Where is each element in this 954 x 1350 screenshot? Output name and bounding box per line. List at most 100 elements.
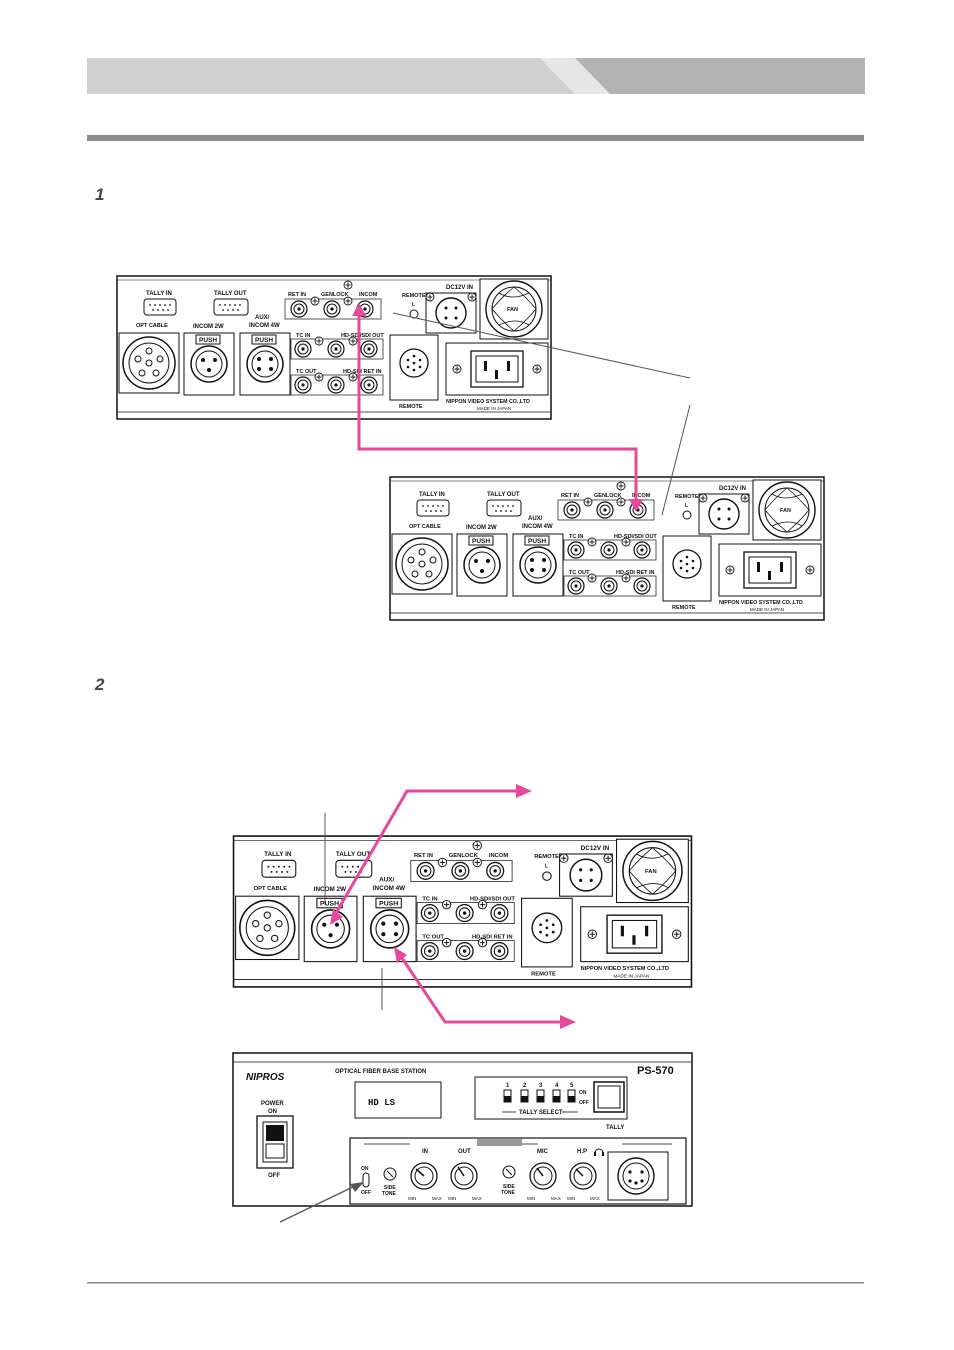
push-label-2w: PUSH (472, 538, 490, 545)
hd-sdi-ret-in-label: HD-SDI RET IN (472, 934, 513, 940)
brand-logo: NIPROS (246, 1072, 285, 1083)
footer-rule (87, 1282, 864, 1284)
display-text: HD LS (368, 1098, 396, 1108)
rear-panel-drawing: TALLY IN TALLY OUT OPT CABLE INCOM 2W PU… (389, 476, 825, 621)
tally-in-pins-icon (422, 505, 444, 512)
remote-led-icon (682, 510, 692, 520)
tc-out-label: TC OUT (296, 369, 317, 375)
tally-num-2: 2 (523, 1083, 527, 1089)
ret-in-label: RET IN (414, 853, 433, 859)
mic-max-label: MAX (551, 1196, 561, 1201)
rear-panel-drawing: TALLY IN TALLY OUT OPT CABLE INCOM 2W PU… (232, 835, 693, 988)
station-label: OPTICAL FIBER BASE STATION (335, 1069, 426, 1075)
ret-in-label: RET IN (561, 493, 579, 499)
aux-label: AUX/ (255, 315, 270, 321)
tally-button[interactable] (593, 1081, 625, 1113)
dc12v-xlr-icon (569, 858, 603, 892)
tally-out-label: TALLY OUT (336, 851, 370, 858)
tc-in-label: TC IN (296, 333, 310, 339)
dc12v-in-label: DC12V IN (581, 845, 610, 852)
dc12v-in-label: DC12V IN (446, 285, 473, 291)
step-number-2: 2 (95, 675, 105, 694)
remote-bottom-label: REMOTE (672, 605, 696, 611)
hp-level-knob[interactable] (569, 1162, 597, 1190)
push-label-4w: PUSH (379, 901, 398, 908)
hp-min-label: MIN (567, 1196, 575, 1201)
incom-4w-label: INCOM 4W (373, 885, 405, 892)
power-on-label: ON (268, 1109, 277, 1115)
dc12v-in-label: DC12V IN (719, 486, 746, 492)
hd-sdi-ret-in-label: HD-SDI RET IN (616, 570, 655, 576)
push-label-2w: PUSH (320, 901, 339, 908)
remote-l-label: L (685, 503, 688, 509)
tally-out-label: TALLY OUT (487, 492, 520, 498)
opt-cable-label: OPT CABLE (136, 323, 168, 329)
sidetone-switch[interactable] (362, 1172, 370, 1188)
out-level-knob[interactable] (450, 1162, 478, 1190)
incom-2w-label: INCOM 2W (314, 886, 346, 893)
tally-num-1: 1 (506, 1083, 510, 1089)
made-in-label: MADE IN JAPAN (750, 607, 784, 612)
in-max-label: MAX (432, 1196, 442, 1201)
genlock-label: GENLOCK (594, 493, 622, 499)
maker-label: NIPPON VIDEO SYSTEM CO.,LTD (581, 966, 669, 972)
in-level-knob[interactable] (410, 1162, 438, 1190)
sidetone-switch-off-label: OFF (361, 1190, 371, 1196)
dc12v-xlr-icon (435, 297, 467, 329)
opt-cable-label: OPT CABLE (254, 886, 288, 892)
genlock-label: GENLOCK (321, 292, 349, 298)
rear-panel-b: TALLY IN TALLY OUT OPT CABLE INCOM 2W PU… (389, 476, 825, 626)
incom-bnc-label: INCOM (489, 853, 508, 859)
knob-out-label: OUT (458, 1149, 471, 1155)
push-label-2w: PUSH (199, 337, 217, 344)
remote-led-icon (542, 871, 552, 881)
sidetone-switch-on-label: ON (361, 1166, 369, 1172)
tc-out-label: TC OUT (422, 934, 444, 940)
out-min-label: MIN (448, 1196, 456, 1201)
tally-on-label: ON (579, 1090, 587, 1096)
fan-label: FAN (645, 869, 657, 875)
side-label-1: SIDE (384, 1185, 396, 1191)
tally-select-switches[interactable]: 1 2 3 4 5 (503, 1083, 576, 1103)
tally-in-pins-icon (149, 304, 171, 311)
maker-label: NIPPON VIDEO SYSTEM CO.,LTD (719, 600, 803, 606)
tally-select-label: TALLY SELECT (519, 1110, 563, 1116)
push-label-4w: PUSH (255, 337, 273, 344)
front-panel: NIPROS OPTICAL FIBER BASE STATION PS-570… (232, 1052, 693, 1207)
incom-2w-label: INCOM 2W (466, 525, 497, 531)
model-label: PS-570 (637, 1065, 674, 1077)
page-header (87, 58, 865, 141)
step-number-1: 1 (95, 185, 105, 204)
dc12v-xlr-icon (708, 498, 740, 530)
hd-sdi-out-label: HD-SDI/SDI OUT (614, 534, 657, 540)
tone-label-2: TONE (501, 1190, 515, 1196)
tally-num-3: 3 (539, 1083, 543, 1089)
out-max-label: MAX (472, 1196, 482, 1201)
tally-in-label: TALLY IN (419, 492, 445, 498)
fan-label: FAN (507, 307, 518, 313)
mic-level-knob[interactable] (529, 1162, 557, 1190)
remote-bottom-label: REMOTE (531, 971, 556, 977)
tally-out-label: TALLY OUT (214, 291, 247, 297)
side-tone-trim-2-icon[interactable] (502, 1165, 516, 1179)
side-tone-trim-1-icon[interactable] (383, 1167, 397, 1181)
knob-mic-label: MIC (537, 1149, 549, 1155)
rear-panel-a: TALLY IN TALLY OUT OPT CABLE INCOM 2W PU… (116, 275, 552, 425)
incom-bnc-label: INCOM (632, 493, 651, 499)
hp-max-label: MAX (590, 1196, 600, 1201)
aux-label: AUX/ (379, 876, 394, 883)
tc-in-label: TC IN (569, 534, 583, 540)
hd-sdi-out-label: HD-SDI/SDI OUT (470, 896, 516, 902)
incom-bnc-label: INCOM (359, 292, 378, 298)
incom-4w-label: INCOM 4W (249, 323, 280, 329)
remote-led-icon (409, 309, 419, 319)
tone-label-1: TONE (382, 1191, 396, 1197)
made-in-label: MADE IN JAPAN (613, 973, 650, 979)
headphone-icon (594, 1148, 604, 1156)
hd-sdi-out-label: HD-SDI/SDI OUT (341, 333, 384, 339)
tally-in-label: TALLY IN (264, 851, 292, 858)
headset-xlr-icon[interactable] (617, 1157, 655, 1195)
incom-2w-label: INCOM 2W (193, 324, 224, 330)
tc-in-label: TC IN (422, 896, 437, 902)
in-min-label: MIN (408, 1196, 416, 1201)
